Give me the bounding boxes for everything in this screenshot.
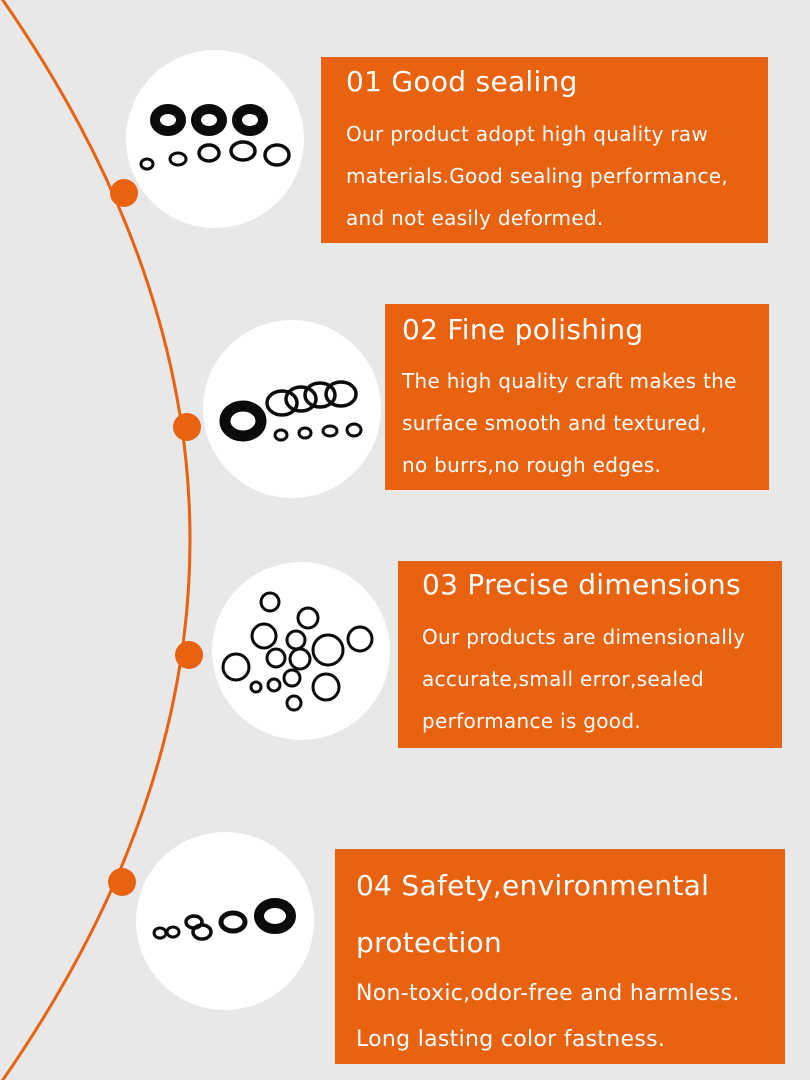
feature-title: 03 Precise dimensions	[422, 568, 741, 601]
feature-text-line: materials.Good sealing performance,	[346, 163, 729, 188]
feature-card-good-sealing: 01 Good sealing Our product adopt high q…	[321, 57, 768, 243]
feature-title: 02 Fine polishing	[402, 313, 644, 346]
feature-card-fine-polishing: 02 Fine polishing The high quality craft…	[385, 304, 769, 490]
feature-text-line: performance is good.	[422, 708, 641, 733]
product-image-seals-2	[203, 320, 381, 498]
feature-text-line: Our product adopt high quality raw	[346, 121, 709, 146]
timeline-dot-4	[108, 868, 136, 896]
feature-text-line: Long lasting color fastness.	[356, 1027, 666, 1052]
feature-card-safety-protection: 04 Safety,environmental protection Non-t…	[335, 849, 785, 1064]
timeline-dot-3	[175, 641, 203, 669]
feature-text-line: The high quality craft makes the	[402, 368, 737, 393]
timeline-dot-2	[173, 413, 201, 441]
feature-title: protection	[356, 926, 503, 959]
timeline-dot-1	[110, 179, 138, 207]
feature-text-line: Our products are dimensionally	[422, 624, 746, 649]
feature-card-precise-dimensions: 03 Precise dimensions Our products are d…	[398, 561, 782, 748]
feature-text-line: and not easily deformed.	[346, 205, 604, 230]
product-image-seals-4	[136, 832, 314, 1010]
feature-text-line: Non-toxic,odor-free and harmless.	[356, 981, 740, 1006]
feature-title: 04 Safety,environmental	[356, 869, 710, 902]
feature-title: 01 Good sealing	[346, 65, 578, 98]
feature-text-line: accurate,small error,sealed	[422, 666, 704, 691]
feature-text-line: surface smooth and textured,	[402, 410, 708, 435]
product-image-seals-3	[212, 562, 390, 740]
product-image-seals-1	[126, 50, 304, 228]
feature-text-line: no burrs,no rough edges.	[402, 452, 662, 477]
